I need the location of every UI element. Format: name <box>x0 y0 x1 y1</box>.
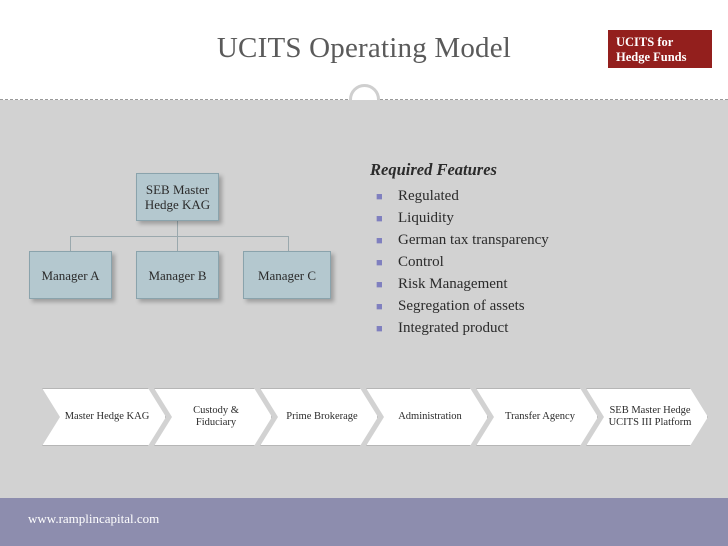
feature-list-item: ■ Liquidity <box>376 208 700 230</box>
feature-label: Risk Management <box>398 276 508 292</box>
square-bullet-icon: ■ <box>376 301 383 313</box>
process-chevron-row: Master Hedge KAG Custody & Fiduciary Pri… <box>42 388 702 446</box>
feature-list-item: ■ Risk Management <box>376 274 700 296</box>
feature-list-item: ■ Control <box>376 252 700 274</box>
process-step-administration[interactable]: Administration <box>366 388 488 446</box>
org-node-master-hedge-kag[interactable]: SEB Master Hedge KAG <box>136 173 219 221</box>
logo-line-2: Hedge Funds <box>616 50 687 64</box>
square-bullet-icon: ■ <box>376 323 383 335</box>
feature-label: Liquidity <box>398 210 454 226</box>
connector-horizontal <box>70 236 288 238</box>
process-step-custody-fiduciary[interactable]: Custody & Fiduciary <box>154 388 272 446</box>
feature-label: Regulated <box>398 188 459 204</box>
required-features-title: Required Features <box>370 160 497 179</box>
slide-body: SEB Master Hedge KAG Manager A Manager B… <box>0 100 728 498</box>
org-node-manager-b[interactable]: Manager B <box>136 251 219 299</box>
org-node-manager-a[interactable]: Manager A <box>29 251 112 299</box>
feature-label: German tax transparency <box>398 232 549 248</box>
org-node-manager-c[interactable]: Manager C <box>243 251 331 299</box>
feature-label: Control <box>398 254 444 270</box>
square-bullet-icon: ■ <box>376 191 383 203</box>
feature-list-item: ■ Segregation of assets <box>376 296 700 318</box>
page-title: UCITS Operating Model <box>216 32 512 64</box>
slide-header: UCITS Operating Model UCITS for Hedge Fu… <box>0 0 728 94</box>
feature-list-item: ■ Regulated <box>376 186 700 208</box>
feature-label: Integrated product <box>398 320 509 336</box>
feature-list-item: ■ German tax transparency <box>376 230 700 252</box>
footer-website-url[interactable]: www.ramplincapital.com <box>28 511 160 526</box>
brand-logo: UCITS for Hedge Funds <box>608 30 712 68</box>
square-bullet-icon: ■ <box>376 279 383 291</box>
feature-list-item: ■ Integrated product <box>376 318 700 340</box>
connector-vertical-right <box>288 236 290 251</box>
process-step-prime-brokerage[interactable]: Prime Brokerage <box>260 388 378 446</box>
process-step-transfer-agency[interactable]: Transfer Agency <box>476 388 598 446</box>
process-step-master-hedge-kag[interactable]: Master Hedge KAG <box>42 388 166 446</box>
logo-line-1: UCITS for <box>616 35 674 49</box>
connector-vertical-left <box>70 236 72 251</box>
process-step-seb-master-hedge-ucits-iii-platform[interactable]: SEB Master Hedge UCITS III Platform <box>586 388 708 446</box>
required-features-panel: Required Features ■ Regulated ■ Liquidit… <box>370 160 700 340</box>
feature-label: Segregation of assets <box>398 298 525 314</box>
square-bullet-icon: ■ <box>376 213 383 225</box>
square-bullet-icon: ■ <box>376 257 383 269</box>
square-bullet-icon: ■ <box>376 235 383 247</box>
slide-footer: www.ramplincapital.com <box>0 498 728 546</box>
